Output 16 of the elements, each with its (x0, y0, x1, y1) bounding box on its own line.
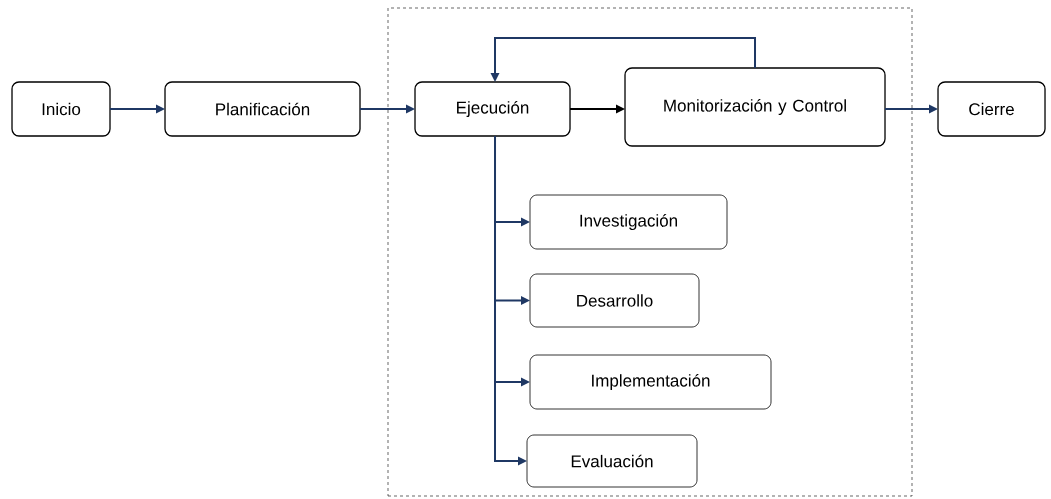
arrow (490, 37, 756, 82)
process-box: Implementación (529, 354, 772, 410)
arrow (884, 104, 938, 114)
process-box: Investigación (529, 194, 728, 250)
process-box: Desarrollo (529, 273, 700, 328)
process-box: Cierre (937, 81, 1046, 137)
process-box: Planificación (164, 81, 361, 137)
process-box: Inicio (11, 81, 111, 137)
process-box: Monitorización y Control (624, 67, 886, 147)
arrow (494, 135, 527, 466)
group-frame (387, 7, 913, 497)
process-box: Evaluación (526, 434, 698, 488)
arrow (109, 104, 165, 114)
arrow (359, 104, 415, 114)
arrow (569, 104, 625, 114)
process-box: Ejecución (414, 81, 571, 137)
